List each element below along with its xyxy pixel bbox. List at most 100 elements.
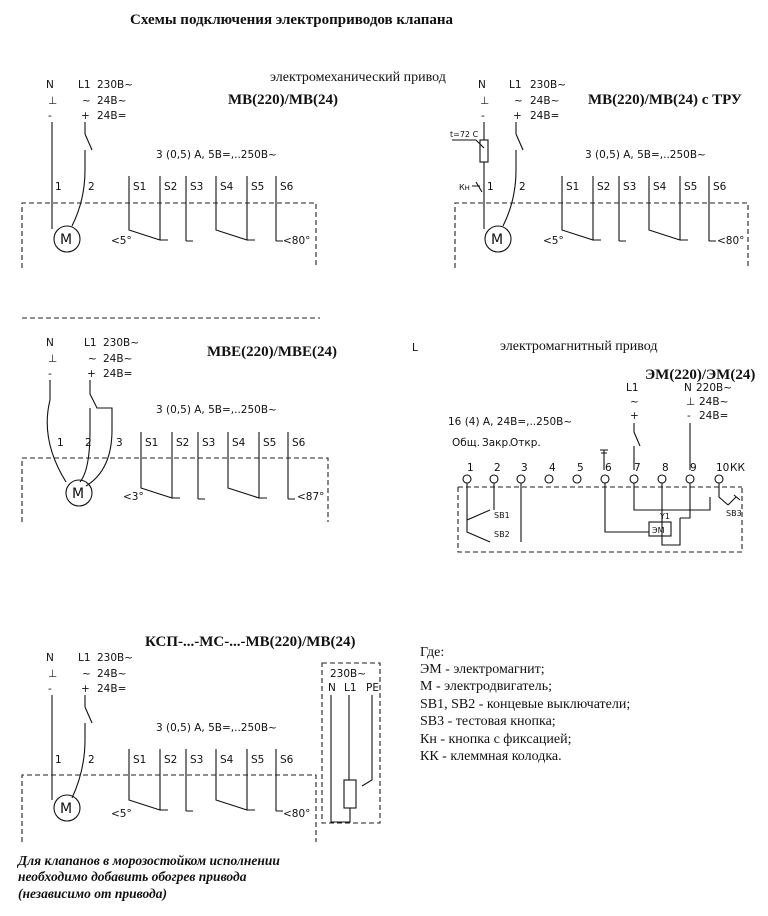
- supply-tilde-text: ~: [514, 95, 523, 107]
- angles-high80-text: <80°: [283, 808, 310, 820]
- diagram-path: [483, 122, 524, 229]
- diagram-circle: [489, 474, 499, 484]
- footnote: Для клапанов в морозостойком исполнении …: [16, 853, 280, 901]
- diagrams-em-terminals-1-text: 2: [494, 462, 501, 474]
- diagram-label-ksp: КСП-...-МС-...-МВ(220)/МВ(24): [145, 634, 355, 650]
- diagram-circle: [516, 474, 526, 484]
- switch-labels-1-text: S2: [597, 181, 610, 193]
- diagram-path: [330, 695, 373, 823]
- diagram-circle: [462, 474, 472, 484]
- motor-symbol: [53, 225, 81, 253]
- diagram-path: [454, 202, 749, 268]
- legend-item: Кн - кнопка с фиксацией;: [420, 732, 572, 747]
- diagram-circle: [544, 474, 554, 484]
- supply-v24dc-text: 24В=: [97, 110, 126, 122]
- supply-v24ac-text: 24В~: [699, 396, 728, 408]
- diagram-path: [452, 139, 485, 149]
- heater-element: [343, 779, 357, 809]
- switch-labels-4-text: S5: [251, 181, 264, 193]
- legend-item: ЭМ - электромагнит;: [420, 662, 545, 677]
- switch-labels-5-text: S6: [280, 181, 294, 193]
- switch-labels-1-text: S2: [176, 437, 189, 449]
- motor-symbol-text: M: [491, 232, 503, 248]
- supply-v230-text: 230В~: [97, 79, 133, 91]
- diagram-path: [227, 432, 295, 500]
- diagram-path: [600, 449, 608, 454]
- diagram-path: [727, 494, 741, 506]
- diagram-circle: [572, 474, 582, 484]
- switch-labels-2-text: S3: [190, 181, 203, 193]
- supply-block: N L1 230В~ ⊥ ~ 24В~ - + 24В=: [46, 652, 133, 695]
- supply-l1-text: L1: [509, 79, 522, 91]
- supply-v24ac-text: 24В~: [97, 668, 126, 680]
- diagram-circle: [685, 474, 695, 484]
- switch-rating: 3 (0,5) А, 5В=,..250В~: [156, 149, 277, 161]
- switch-labels-1-text: S2: [164, 754, 177, 766]
- diagram-mb-tru: N L1 230В~ ⊥ ~ 24В~ - + 24В= 3 (0,5) А, …: [450, 79, 749, 268]
- terminals-t1-text: 1: [57, 437, 64, 449]
- switch-labels-4-text: S5: [251, 754, 264, 766]
- diagrams-ksp-pe-text: PE: [366, 682, 379, 694]
- diagram-label-mbe: МВЕ(220)/МВЕ(24): [207, 344, 337, 360]
- angles-high87-text: <87°: [297, 491, 324, 503]
- supply-l1-text: L1: [626, 382, 639, 394]
- legend-item: SB3 - тестовая кнопка;: [420, 714, 556, 729]
- diagrams-em-terminals-8-text: 9: [690, 462, 697, 474]
- supply-plus-text: +: [81, 683, 90, 695]
- diagrams-em-sb2-text: SB2: [494, 530, 510, 539]
- page-title: Схемы подключения электроприводов клапан…: [130, 12, 454, 28]
- em-coil: [648, 521, 672, 537]
- diagram-circle: [657, 474, 667, 484]
- supply-block: N L1 230В~ ⊥ ~ 24В~ - + 24В=: [478, 79, 566, 122]
- supply-l1-text: L1: [78, 79, 91, 91]
- switch-labels-3-text: S4: [653, 181, 667, 193]
- switch-labels-5-text: S6: [280, 754, 294, 766]
- diagram-path: [215, 176, 283, 242]
- diagrams-em-terminals-9-text: 10: [716, 462, 729, 474]
- supply-v24dc-text: 24В=: [103, 368, 132, 380]
- supply-v24dc-text: 24В=: [530, 110, 559, 122]
- supply-tilde-text: ~: [82, 668, 91, 680]
- supply-v230-text: 230В~: [103, 337, 139, 349]
- diagram-rect: [321, 662, 381, 824]
- switch-labels-3-text: S4: [232, 437, 246, 449]
- diagram-ksp: N L1 230В~ ⊥ ~ 24В~ - + 24В= 3 (0,5) А, …: [21, 652, 381, 842]
- diagram-g: S1 S2 S3 S4 S5 S6: [145, 437, 306, 449]
- footnote-2-text: (независимо от привода): [18, 886, 167, 901]
- supply-v24ac-text: 24В~: [97, 95, 126, 107]
- diagrams-mb-tru-button-text: Кн: [459, 183, 470, 192]
- diagram-g: S1 S2 S3 S4 S5 S6: [133, 754, 294, 766]
- supply-v230-text: 230В~: [97, 652, 133, 664]
- diagram-path: [466, 483, 522, 543]
- supply-tilde-text: ~: [88, 353, 97, 365]
- motor-symbol: [484, 225, 512, 253]
- supply-plus-text: +: [630, 410, 639, 422]
- supply-block: N L1 230В~ ⊥ ~ 24В~ - + 24В=: [46, 337, 139, 380]
- supply-plus-text: +: [513, 110, 522, 122]
- motor-symbol: [65, 479, 93, 507]
- diagrams-mb-tru-thermo-text: t=72 C: [450, 130, 479, 139]
- terminals-t2-text: 2: [85, 437, 92, 449]
- angles-high80-text: <80°: [283, 235, 310, 247]
- switch-labels-2-text: S3: [202, 437, 215, 449]
- diagrams-em-y1-text: Y1: [659, 512, 670, 521]
- diagram-path: [128, 749, 193, 812]
- switch-rating-text: 3 (0,5) А, 5В=,..250В~: [156, 722, 277, 734]
- angles-low3-text: <3°: [123, 491, 144, 503]
- diagrams-em-terminals-6-text: 7: [634, 462, 641, 474]
- diagram-g: S1 S2 S3 S4 S5 S6: [566, 181, 727, 193]
- terminals-t2-text: 2: [88, 754, 95, 766]
- diagram-path: [51, 695, 93, 800]
- angles-low5-text: <5°: [111, 235, 132, 247]
- switch-labels-2-text: S3: [190, 754, 203, 766]
- housing-outline: [457, 486, 743, 553]
- switch-labels-4-text: S5: [684, 181, 697, 193]
- diagram-circle: [714, 474, 724, 484]
- diagram-path: [21, 774, 317, 842]
- diagram-g: 1 2 3 4 5 6 7 8 9 10 КК: [467, 462, 745, 474]
- switch-labels-3-text: S4: [220, 754, 234, 766]
- supply-minus-text: -: [481, 110, 485, 122]
- terminals-t3-text: 3: [116, 437, 123, 449]
- angles-low5-text: <5°: [111, 808, 132, 820]
